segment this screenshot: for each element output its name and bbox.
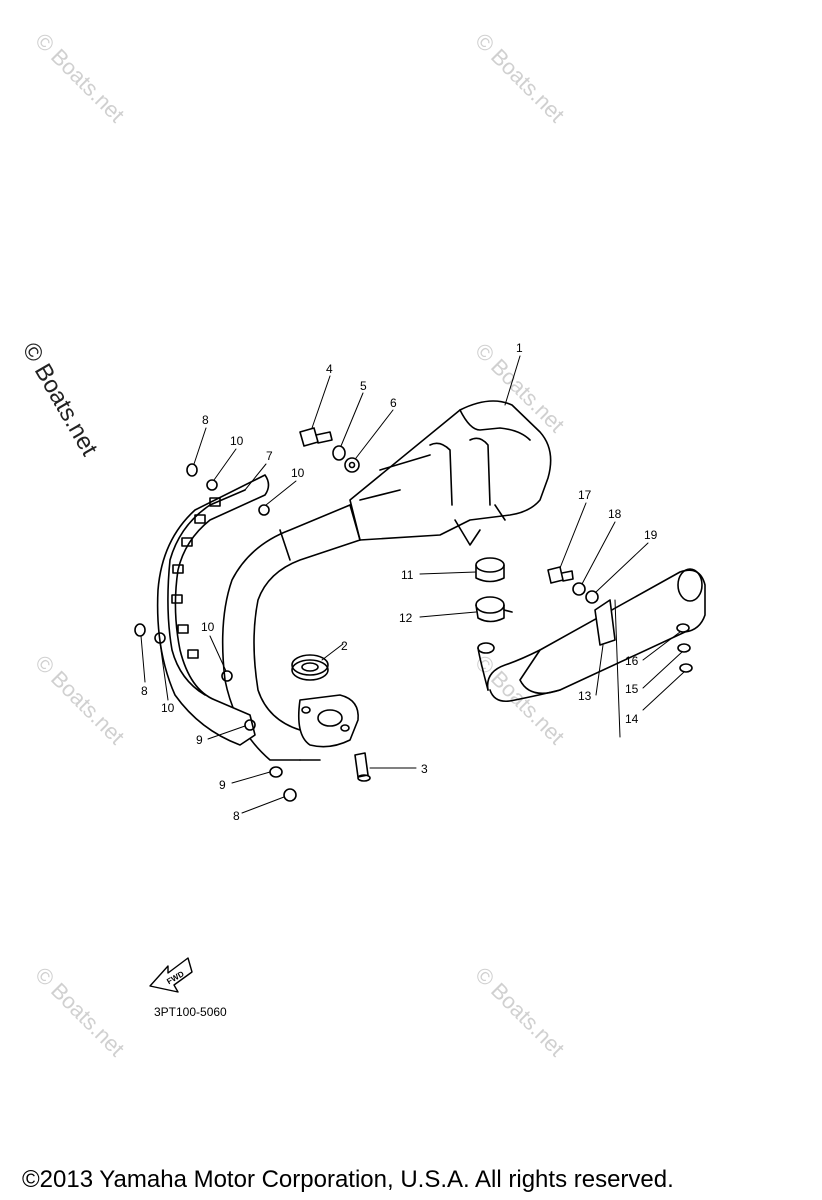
bolt-4 (299, 427, 333, 447)
leader-lines (140, 355, 685, 814)
gasket (291, 654, 329, 681)
washer-9-bottom (269, 766, 283, 778)
exhaust-flange (297, 694, 359, 748)
callout-15: 15 (625, 682, 639, 696)
washer-10-top (206, 479, 218, 491)
copyright-notice: ©2013 Yamaha Motor Corporation, U.S.A. A… (22, 1166, 674, 1193)
callout-10-left: 10 (161, 701, 175, 715)
callout-10-mid: 10 (201, 620, 215, 634)
grommet-16 (676, 623, 690, 633)
diagram-code: 3PT100-5060 (154, 1005, 227, 1019)
clamp (475, 596, 513, 623)
callout-10-top: 10 (230, 434, 244, 448)
callout-1: 1 (516, 341, 523, 355)
washer-19 (585, 590, 599, 604)
bolt-8-left (134, 623, 146, 637)
callout-9-top: 9 (196, 733, 203, 747)
washer-10-mid (221, 670, 233, 682)
callout-5: 5 (360, 379, 367, 393)
callout-10-right: 10 (291, 466, 305, 480)
callout-6: 6 (390, 396, 397, 410)
callout-13: 13 (578, 689, 592, 703)
callout-2: 2 (341, 639, 348, 653)
callout-12: 12 (399, 611, 413, 625)
bolt-17 (547, 566, 574, 584)
washer-6 (344, 457, 360, 473)
muffler-body (349, 400, 552, 546)
callout-8-top: 8 (202, 413, 209, 427)
callout-7: 7 (266, 449, 273, 463)
callout-8-left: 8 (141, 684, 148, 698)
callout-16: 16 (625, 654, 639, 668)
washer-9-top (244, 719, 256, 731)
nut-14 (679, 663, 693, 673)
washer-5 (332, 445, 346, 461)
heat-shield (156, 474, 270, 746)
callout-18: 18 (608, 507, 622, 521)
callout-19: 19 (644, 528, 658, 542)
bolt-3 (354, 752, 371, 782)
callout-14: 14 (625, 712, 639, 726)
callout-9-bottom: 9 (219, 778, 226, 792)
fwd-arrow-icon (149, 957, 193, 993)
silencer (477, 568, 706, 703)
callout-8-bottom: 8 (233, 809, 240, 823)
callout-3: 3 (421, 762, 428, 776)
washer-10-right (258, 504, 270, 516)
washer-18 (572, 582, 586, 596)
grommet (475, 557, 505, 583)
callout-17: 17 (578, 488, 592, 502)
callout-4: 4 (326, 362, 333, 376)
callout-11: 11 (401, 568, 414, 582)
collar-15 (677, 643, 691, 653)
bolt-8-bottom (283, 788, 297, 802)
bolt-8-top (186, 463, 198, 477)
